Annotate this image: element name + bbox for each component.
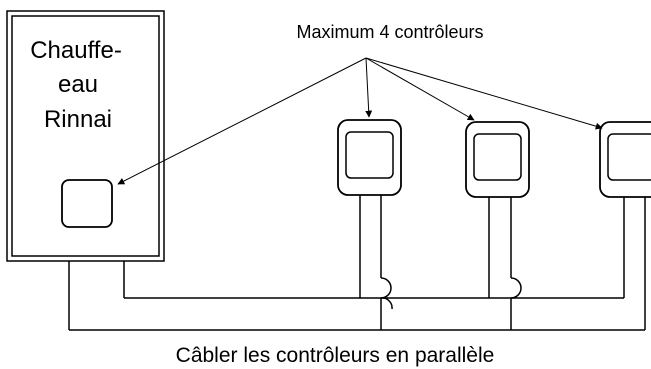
remote-controller-1 [337, 119, 402, 298]
arrow-to-controller-1 [365, 57, 373, 118]
built-in-controller [61, 179, 113, 228]
arrow-to-controller-2 [365, 57, 475, 121]
callout-arrows [117, 57, 603, 185]
remote-controller-2 [465, 121, 530, 298]
footer-label: Câbler les contrôleurs en parallèle [176, 344, 495, 367]
parallel-wiring [68, 261, 645, 331]
arrow-to-controller-3 [365, 57, 603, 130]
remote-controller-3 [599, 121, 651, 330]
heater-label-line-1: Chauffe- [30, 37, 122, 64]
callout-label: Maximum 4 contrôleurs [296, 22, 483, 42]
heater-label-line-3: Rinnai [44, 106, 112, 133]
water-heater: Chauffe- eau Rinnai [6, 10, 165, 262]
arrow-to-built-in-controller [117, 57, 367, 185]
heater-label-line-2: eau [58, 71, 98, 98]
